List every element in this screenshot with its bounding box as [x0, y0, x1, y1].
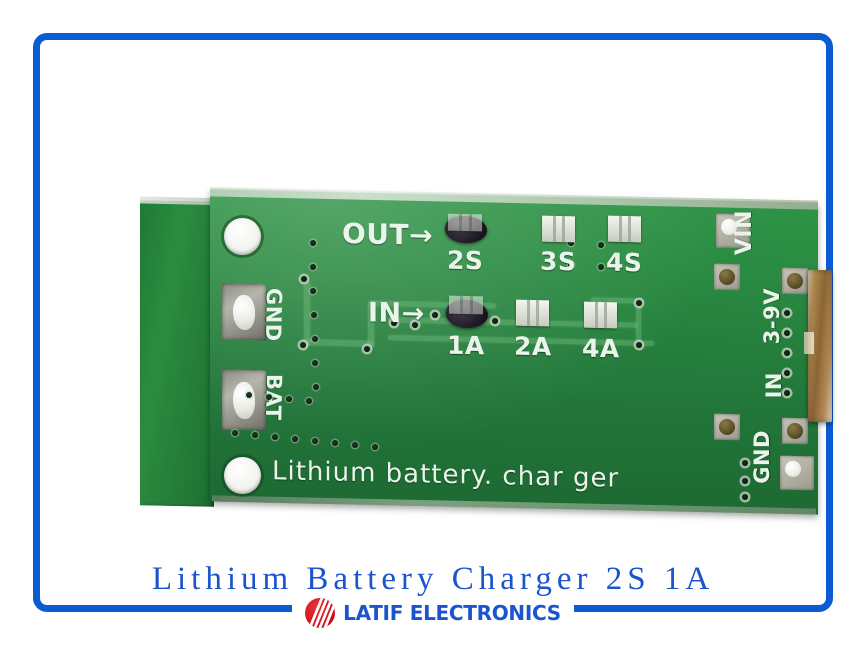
pcb-via: [742, 460, 748, 466]
product-card: GND BAT: [33, 33, 833, 612]
pcb-via: [332, 440, 338, 446]
solder-pad-gnd: [222, 283, 266, 341]
pcb-via: [784, 350, 790, 356]
pcb-via: [232, 430, 238, 436]
pcb-via: [310, 240, 316, 246]
jumper-pad-2a[interactable]: [516, 299, 549, 327]
pcb-via: [313, 384, 319, 390]
silk-label-vin: VIN: [732, 210, 757, 256]
pcb-via: [292, 436, 298, 442]
silk-label-4a: 4A: [582, 333, 620, 364]
pcb-via: [492, 318, 498, 324]
silk-label-voltage-range: 3-9V: [760, 288, 784, 345]
jumper-pad-4s[interactable]: [608, 215, 641, 243]
product-title: Lithium Battery Charger 2S 1A: [151, 561, 715, 597]
pcb-via: [784, 370, 790, 376]
jumper-pad-1a[interactable]: [449, 295, 483, 315]
corner-pad: [782, 267, 808, 295]
pcb-via: [301, 276, 307, 282]
pcb-via: [742, 478, 748, 484]
silk-label-in: IN→: [368, 297, 425, 330]
pcb-board-edge: [140, 200, 214, 507]
pcb-via: [568, 262, 574, 268]
silk-label-1a: 1A: [447, 330, 485, 361]
pcb-via: [391, 320, 397, 326]
corner-pad: [780, 455, 814, 491]
silk-label-gnd: GND: [260, 288, 286, 342]
pcb-via: [598, 242, 604, 248]
pcb-board-photo: GND BAT: [136, 187, 832, 515]
pcb-via: [272, 434, 278, 440]
silk-label-2s: 2S: [447, 245, 484, 276]
pcb-via: [364, 346, 370, 352]
pcb-trace: [636, 302, 641, 342]
pcb-via: [412, 322, 418, 328]
pcb-via: [784, 310, 790, 316]
corner-pad: [782, 417, 808, 445]
pcb-via: [784, 390, 790, 396]
pcb-via: [246, 392, 252, 398]
pcb-trace: [304, 280, 310, 346]
pcb-via: [598, 264, 604, 270]
corner-pad: [714, 263, 740, 291]
solder-blob: [233, 294, 255, 331]
pcb-via: [312, 336, 318, 342]
pcb-via: [311, 312, 317, 318]
pcb-via: [372, 444, 378, 450]
mounting-hole: [224, 218, 261, 255]
jumper-pad-4a[interactable]: [584, 301, 617, 329]
pcb-via: [432, 312, 438, 318]
pcb-via: [352, 442, 358, 448]
pcb-via: [266, 394, 272, 400]
pcb-via: [310, 288, 316, 294]
pcb-via: [300, 342, 306, 348]
usb-connector-lip: [804, 331, 814, 355]
pcb-via: [636, 342, 642, 348]
pcb-via: [252, 432, 258, 438]
jumper-pad-3s[interactable]: [542, 215, 575, 243]
silk-label-in-terminal: IN: [762, 372, 786, 399]
silk-label-out: OUT→: [342, 217, 434, 252]
pcb-via: [306, 398, 312, 404]
pcb-via: [636, 300, 642, 306]
silk-label-4s: 4S: [606, 247, 643, 278]
silk-label-3s: 3S: [540, 246, 577, 277]
pcb-via: [742, 494, 748, 500]
silk-label-bat: BAT: [260, 374, 286, 421]
pcb-via: [312, 438, 318, 444]
pcb-via: [568, 240, 574, 246]
solder-blob: [233, 381, 255, 420]
mounting-hole: [224, 457, 261, 494]
solder-pad-bat: [222, 369, 266, 431]
jumper-pad-2s[interactable]: [448, 213, 482, 232]
silk-label-gnd-terminal: GND: [750, 430, 774, 484]
silk-label-2a: 2A: [514, 331, 552, 362]
pcb-via: [310, 264, 316, 270]
pcb-via: [312, 360, 318, 366]
corner-pad: [714, 413, 740, 441]
pcb-via: [286, 396, 292, 402]
pcb-trace: [368, 302, 374, 348]
brand-footer-backdrop: [292, 598, 574, 628]
pcb-via: [784, 330, 790, 336]
